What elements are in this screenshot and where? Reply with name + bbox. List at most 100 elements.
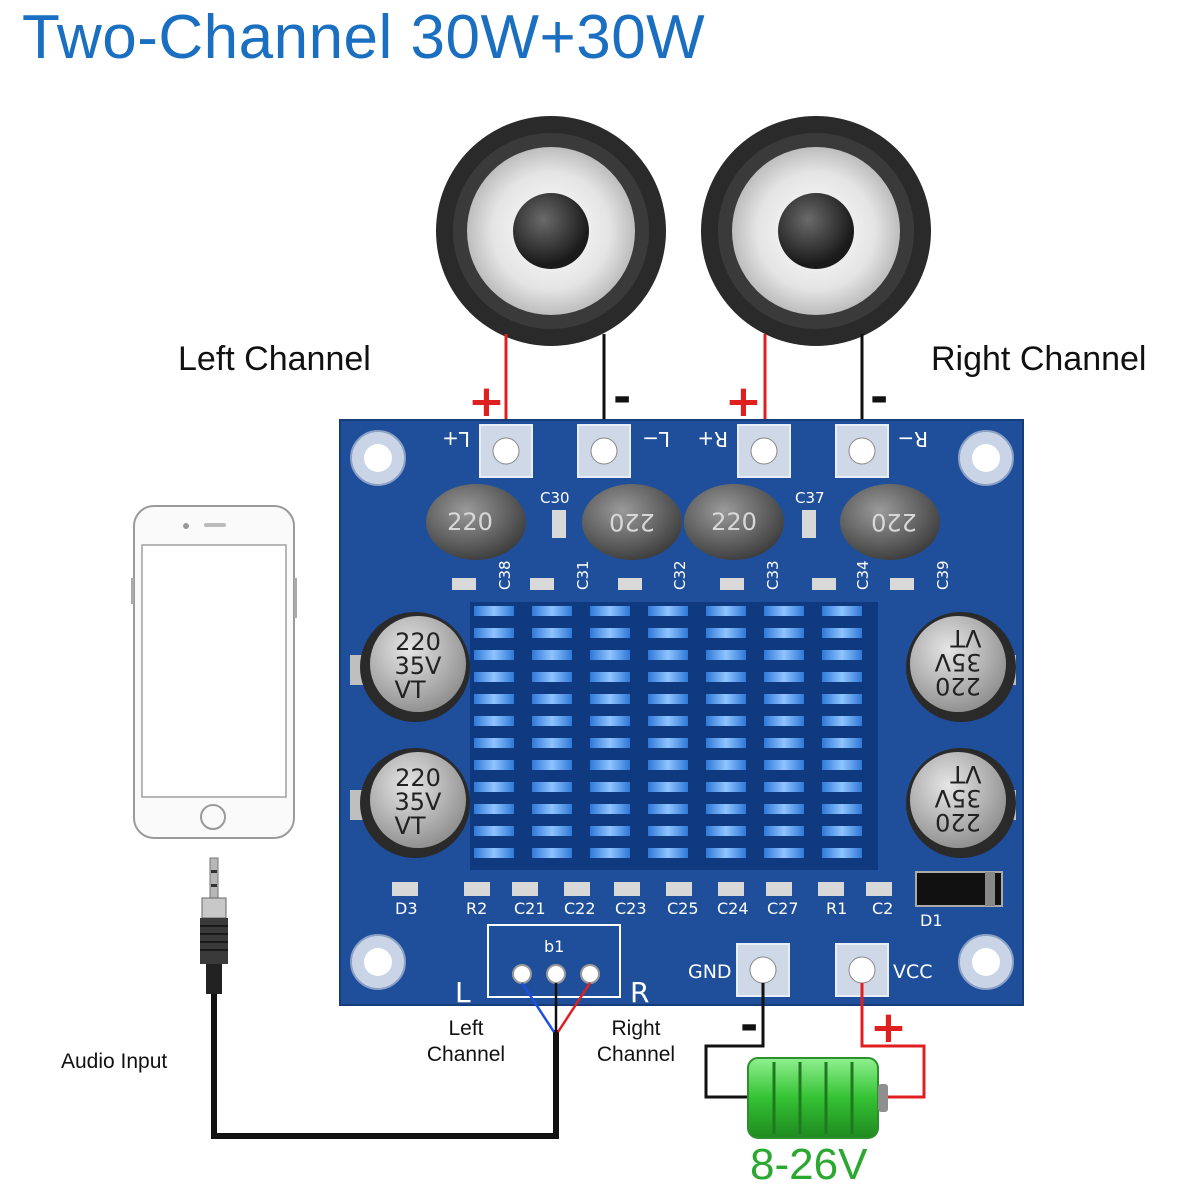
out-rminus-label: R− — [897, 427, 928, 451]
svg-text:35V: 35V — [934, 784, 982, 812]
input-right-label: Right Channel — [590, 1016, 682, 1068]
heatsink-fin — [648, 606, 688, 616]
inductor-label: 220 — [447, 508, 493, 536]
svg-text:VT: VT — [950, 760, 981, 788]
heatsink-fin — [648, 848, 688, 858]
heatsink-fin — [706, 694, 746, 704]
ref-c30: C30 — [540, 489, 570, 507]
ref-d1: D1 — [920, 911, 943, 930]
input-right-label-line1: Right — [611, 1017, 661, 1040]
svg-text:220: 220 — [935, 672, 981, 700]
heatsink-fin — [764, 628, 804, 638]
ref-r1: R1 — [826, 899, 847, 918]
ref-r2: R2 — [466, 899, 487, 918]
ref-c31: C31 — [574, 560, 592, 590]
heatsink-fin — [590, 628, 630, 638]
svg-text:220: 220 — [935, 808, 981, 836]
heatsink-fin — [822, 826, 862, 836]
ref-d3: D3 — [395, 899, 418, 918]
heatsink-fin — [590, 672, 630, 682]
heatsink-fin — [532, 606, 572, 616]
heatsink-fin — [474, 628, 514, 638]
heatsink-fin — [474, 716, 514, 726]
heatsink-fin — [532, 716, 572, 726]
heatsink-fin — [590, 848, 630, 858]
heatsink-fin — [822, 804, 862, 814]
pcb-board: L+ L− R+ R− 220 220 220 220 C30 — [339, 419, 1024, 1009]
heatsink-fin — [532, 804, 572, 814]
inductor-label: 220 — [711, 508, 757, 536]
heatsink-fin — [822, 782, 862, 792]
heatsink-fin — [764, 848, 804, 858]
ref-c21: C21 — [514, 899, 546, 918]
ref-c2: C2 — [872, 899, 893, 918]
heatsink-fin — [648, 738, 688, 748]
out-lplus-label: L+ — [442, 427, 470, 451]
heatsink-fin — [764, 826, 804, 836]
heatsink-fin — [764, 694, 804, 704]
inductor-label: 220 — [871, 508, 917, 536]
heatsink-fin — [590, 650, 630, 660]
heatsink-fin — [764, 738, 804, 748]
ref-c22: C22 — [564, 899, 596, 918]
ref-c39: C39 — [934, 560, 952, 590]
heatsink-fin — [706, 716, 746, 726]
heatsink-fin — [764, 672, 804, 682]
left-channel-label: Left Channel — [178, 340, 371, 378]
heatsink-fin — [822, 738, 862, 748]
ref-c32: C32 — [671, 560, 689, 590]
gnd-label: GND — [688, 961, 732, 983]
page-title: Two-Channel 30W+30W — [22, 3, 706, 72]
heatsink-fin — [822, 848, 862, 858]
heatsink-fin — [474, 760, 514, 770]
heatsink-fin — [648, 716, 688, 726]
vcc-label: VCC — [893, 961, 933, 983]
input-left-label-line2: Channel — [426, 1043, 506, 1066]
voltage-label: 8-26V — [750, 1140, 868, 1189]
heatsink-fin — [474, 804, 514, 814]
ref-c25: C25 — [667, 899, 699, 918]
ref-c34: C34 — [854, 560, 872, 590]
svg-text:VT: VT — [394, 812, 425, 840]
phone-device — [131, 505, 297, 839]
electrolytic-capacitors: 220 35V VT 220 35V VT 220 35V VT 220 35V… — [350, 612, 1016, 858]
heatsink-fin — [590, 760, 630, 770]
svg-text:35V: 35V — [934, 648, 982, 676]
heatsink-fin — [648, 672, 688, 682]
heatsink-fin — [764, 760, 804, 770]
heatsink-fin — [764, 650, 804, 660]
heatsink-fin — [764, 782, 804, 792]
heatsink-fin — [822, 606, 862, 616]
power-minus-sign: - — [740, 1000, 759, 1051]
heatsink-fin — [706, 606, 746, 616]
svg-text:VT: VT — [950, 624, 981, 652]
heatsink-fin — [822, 760, 862, 770]
heatsink-fin — [822, 672, 862, 682]
heatsink-fin — [590, 738, 630, 748]
heatsink-fin — [474, 848, 514, 858]
heatsink-fin — [706, 672, 746, 682]
out-lminus-label: L− — [642, 427, 670, 451]
power-plus-sign: + — [870, 1002, 907, 1053]
out-rplus-label: R+ — [697, 427, 728, 451]
ref-c23: C23 — [615, 899, 647, 918]
heatsink-fin — [764, 804, 804, 814]
heatsink-fin — [706, 650, 746, 660]
heatsink-fin — [590, 782, 630, 792]
right-channel-label: Right Channel — [931, 340, 1147, 378]
ref-c38: C38 — [496, 560, 514, 590]
power-wiring — [704, 983, 926, 1099]
heatsink-fin — [648, 826, 688, 836]
heatsink-fin — [532, 628, 572, 638]
heatsink-fin — [706, 628, 746, 638]
heatsink-fin — [590, 694, 630, 704]
heatsink-fin — [590, 606, 630, 616]
heatsink-fin — [474, 672, 514, 682]
svg-text:L: L — [455, 976, 471, 1009]
ref-c37: C37 — [795, 489, 825, 507]
svg-text:VT: VT — [394, 676, 425, 704]
heatsink-fin — [706, 760, 746, 770]
inductors: 220 220 220 220 — [426, 484, 940, 560]
heatsink-fin — [822, 716, 862, 726]
right-plus-sign: + — [725, 376, 762, 427]
